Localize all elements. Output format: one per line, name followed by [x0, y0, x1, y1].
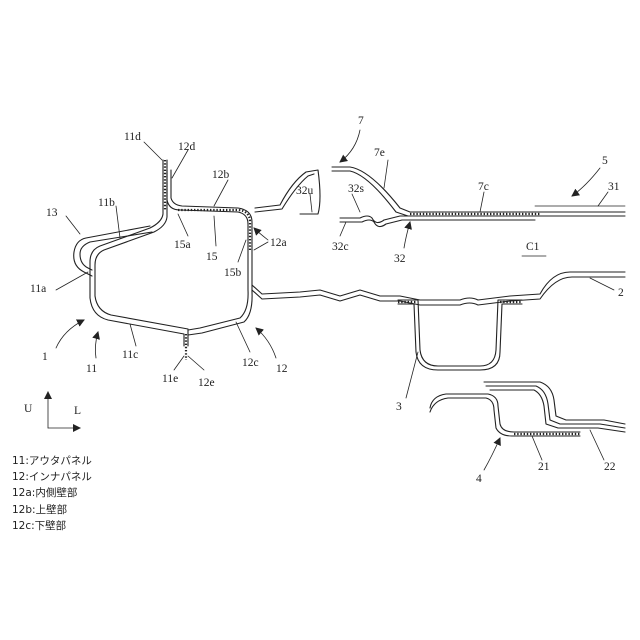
label-12a: 12a — [270, 237, 287, 249]
member-21 — [485, 385, 626, 433]
member-13 — [73, 225, 153, 277]
label-15: 15 — [206, 251, 218, 263]
label-12b: 12b — [212, 169, 230, 181]
legend: 11:アウタパネル 12:インナパネル 12a:内側壁部 12b:上壁部 12c… — [12, 453, 92, 534]
floor-panel-2 — [251, 271, 626, 306]
arrow-12a — [253, 227, 269, 241]
label-C1: C1 — [526, 241, 540, 253]
label-7e: 7e — [374, 147, 385, 159]
leader-lines — [55, 141, 615, 461]
label-7c: 7c — [478, 181, 489, 193]
label-11: 11 — [86, 363, 97, 375]
label-13: 13 — [46, 207, 58, 219]
label-15b: 15b — [224, 267, 242, 279]
panel-7-left-part — [254, 169, 321, 215]
label-3: 3 — [396, 401, 402, 413]
cross-member-3 — [397, 299, 523, 371]
label-12c: 12c — [242, 357, 259, 369]
lower-group — [429, 381, 626, 437]
label-32u: 32u — [296, 185, 314, 197]
member-4 — [429, 393, 581, 437]
arrow-1 — [55, 319, 85, 349]
member-22 — [483, 381, 626, 425]
label-1: 1 — [42, 351, 48, 363]
axis-label-up: U — [24, 403, 33, 415]
label-32: 32 — [394, 253, 406, 265]
arrow-12 — [255, 327, 277, 359]
arrow-4 — [483, 437, 501, 471]
axis-label-left: L — [74, 405, 81, 417]
legend-item: 12b:上壁部 — [12, 503, 68, 516]
label-11e: 11e — [162, 373, 178, 385]
label-7: 7 — [358, 115, 364, 127]
legend-item: 12c:下壁部 — [12, 519, 67, 532]
label-12d: 12d — [178, 141, 196, 153]
reference-arrows — [55, 129, 601, 471]
arrow-11 — [92, 331, 100, 359]
label-15a: 15a — [174, 239, 191, 251]
label-22: 22 — [604, 461, 616, 473]
label-4: 4 — [476, 473, 482, 485]
legend-item: 12a:内側壁部 — [12, 487, 78, 500]
arrow-32 — [403, 221, 412, 249]
arrow-5 — [571, 167, 601, 197]
label-32c: 32c — [332, 241, 349, 253]
member-1-outline — [73, 159, 253, 360]
label-32s: 32s — [348, 183, 365, 195]
label-12: 12 — [276, 363, 288, 375]
floor-group — [251, 271, 626, 371]
panel-7-group — [254, 166, 626, 228]
label-11b: 11b — [98, 197, 115, 209]
arrow-7 — [339, 129, 361, 163]
label-11c: 11c — [122, 349, 138, 361]
coordinate-axes: U L — [24, 391, 81, 432]
reference-numerals: 11d 12d 13 11b 11a 1 11 11c 11e 12e 12c … — [30, 115, 624, 485]
label-5: 5 — [602, 155, 608, 167]
inner-panel-12 — [166, 169, 253, 336]
panel-7 — [331, 166, 626, 217]
legend-item: 11:アウタパネル — [12, 455, 92, 467]
label-2: 2 — [618, 287, 624, 299]
label-12e: 12e — [198, 377, 215, 389]
label-31: 31 — [608, 181, 620, 193]
panel-32 — [339, 215, 536, 228]
label-21: 21 — [538, 461, 550, 473]
label-11a: 11a — [30, 283, 46, 295]
outer-panel-11 — [89, 159, 189, 347]
label-11d: 11d — [124, 131, 141, 143]
legend-item: 12:インナパネル — [12, 471, 92, 484]
